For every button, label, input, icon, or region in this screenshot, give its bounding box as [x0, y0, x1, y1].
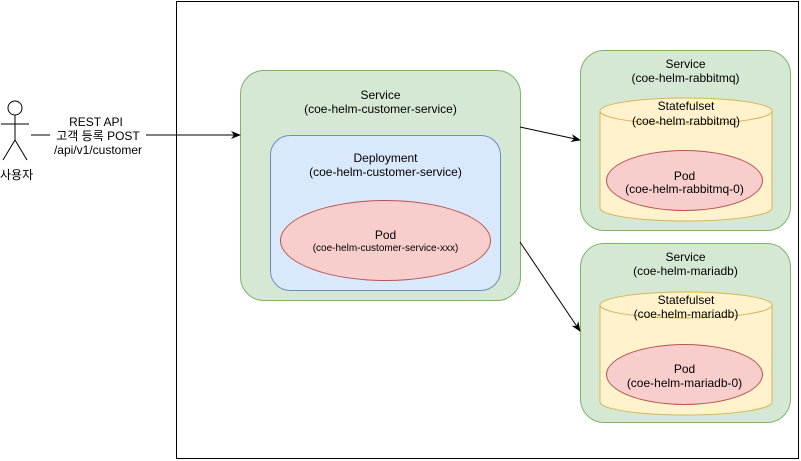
mariadb-statefulset-kind: Statefulset	[657, 293, 715, 307]
customer-pod-ellipse	[280, 200, 491, 281]
customer-pod-kind: Pod	[374, 228, 397, 242]
request-label-line2: 고객 등록 POST	[50, 129, 146, 143]
actor-icon	[1, 100, 29, 161]
mariadb-service-kind: Service	[665, 250, 706, 264]
actor-label: 사용자	[0, 168, 34, 182]
mariadb-service-name: (coe-helm-mariadb)	[633, 264, 738, 278]
mariadb-pod-kind: Pod	[673, 362, 696, 376]
rabbitmq-pod-ellipse	[606, 150, 763, 211]
customer-deployment-kind: Deployment	[353, 151, 418, 165]
customer-service-name: (coe-helm-customer-service)	[304, 102, 457, 116]
customer-deployment-name: (coe-helm-customer-service)	[309, 165, 462, 179]
rabbitmq-pod-name: (coe-helm-rabbitmq-0)	[625, 182, 744, 196]
customer-pod-name: (coe-helm-customer-service-xxx)	[312, 243, 459, 254]
rabbitmq-statefulset-kind: Statefulset	[657, 99, 715, 113]
rabbitmq-pod-kind: Pod	[673, 169, 696, 183]
rabbitmq-service-kind: Service	[665, 57, 706, 71]
mariadb-arrow	[519, 241, 581, 332]
customer-service-kind: Service	[360, 88, 401, 102]
mariadb-statefulset-name: (coe-helm-mariadb)	[633, 307, 739, 321]
rabbitmq-service-name: (coe-helm-rabbitmq)	[631, 71, 740, 85]
mariadb-pod-ellipse	[606, 344, 763, 405]
request-label-line3: /api/v1/customer	[48, 143, 148, 157]
mariadb-pod-name: (coe-helm-mariadb-0)	[626, 376, 743, 390]
rabbitmq-arrow	[519, 126, 581, 143]
rabbitmq-statefulset-name: (coe-helm-rabbitmq)	[631, 114, 741, 128]
request-label-line1: REST API	[56, 115, 136, 129]
cluster-boundary	[176, 1, 799, 459]
